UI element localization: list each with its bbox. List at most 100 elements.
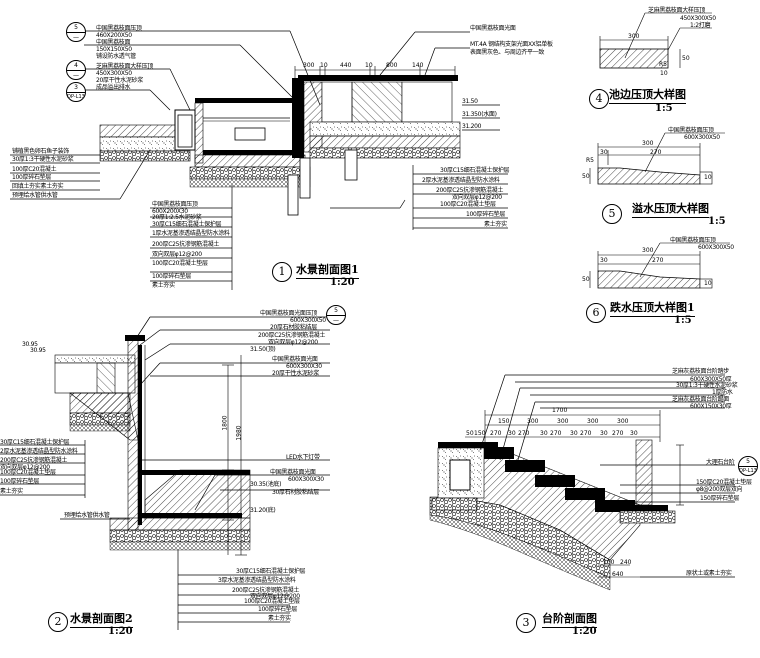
- callout-label: 双向双层φ12@200: [152, 251, 202, 258]
- callout-label: 30厚1:3干硬性水泥砂浆: [12, 156, 74, 163]
- callout-label: 200厚C25抗渗钢筋混凝土: [0, 457, 68, 464]
- callout-label: 2厚水泥基渗透结晶型防水涂料: [422, 177, 500, 184]
- drawing-number-badge: 2: [48, 612, 68, 632]
- dimension-label: 30: [600, 149, 608, 156]
- section-3-drawing: [429, 374, 735, 591]
- callout-label: 中国黑荔枝面光面: [272, 356, 318, 363]
- dimension-label: 640: [612, 571, 624, 578]
- dimension-label: 270: [650, 149, 662, 156]
- dimension-label: 30: [540, 430, 548, 437]
- callout-label: 30厚1:3干硬性水泥砂浆: [676, 382, 738, 389]
- callout-label: 芝麻黑荔枝面大样压顶: [96, 63, 154, 70]
- callout-label: 中国黑荔枝面压顶: [668, 127, 714, 134]
- level-label: 31.50: [462, 98, 478, 105]
- dimension-label: 300: [303, 62, 315, 69]
- dimension-label: 10: [320, 62, 328, 69]
- drawing-title-text: 水景剖面图1: [296, 261, 359, 279]
- callout-label: 200厚C25抗渗钢筋混凝土: [152, 241, 220, 248]
- drawing-scale: 1:20: [330, 277, 355, 288]
- drawing-scale: 1:20: [572, 626, 597, 637]
- callout-label: 1:2打磨: [690, 22, 711, 29]
- callout-label: 20厚1:2.5水泥砂浆: [152, 214, 202, 221]
- callout-label: 30厚C15细石混凝土保护层: [236, 568, 306, 575]
- callout-label: 30厚C15细石混凝土保护层: [440, 167, 510, 174]
- callout-label: 2厚水泥基渗透结晶型防水涂料: [0, 448, 78, 455]
- callout-label: 中国黑荔枝面压顶: [96, 25, 142, 32]
- callout-label: 200厚C25抗渗钢筋混凝土: [232, 587, 300, 594]
- callout-label: 芝麻黑荔枝面大样压顶: [648, 7, 706, 14]
- callout-label: 600X300X30: [286, 363, 322, 370]
- callout-label: 中国黑荔枝面光面压顶: [260, 310, 318, 317]
- dimension-label: 1800: [221, 415, 229, 431]
- callout-label: 预埋给水管供水管: [12, 192, 58, 199]
- callout-label: 200厚C25抗渗钢筋混凝土: [258, 332, 326, 339]
- callout-label: 200厚C25抗渗钢筋混凝土: [436, 187, 504, 194]
- callout-label: 素土夯实: [0, 488, 23, 495]
- callout-label: 双向双层φ12@200: [268, 339, 318, 346]
- dimension-label: 140: [412, 62, 424, 69]
- dimension-label: 150: [498, 418, 510, 425]
- section-2-drawing: [0, 316, 330, 630]
- dimension-label: 270: [612, 430, 624, 437]
- dimension-label: 270: [550, 430, 562, 437]
- callout-label: 芝麻灰荔枝面台阶踏步: [672, 368, 730, 375]
- section-1-drawing: [10, 30, 508, 290]
- level-label: 30.95: [30, 347, 46, 354]
- callout-label: 原状土或素土夯实: [686, 570, 732, 577]
- callout-label: 600X300X50: [290, 317, 326, 324]
- callout-label: 100厚碎石垫层: [152, 273, 192, 280]
- callout-label: φ8@200双层双向: [696, 486, 743, 493]
- callout-label: 100厚C20混凝土垫层: [152, 260, 208, 267]
- dimension-label: 240: [620, 559, 632, 566]
- dimension-label: 30: [600, 257, 608, 264]
- callout-label: 芝麻灰荔枝面台阶踢面: [672, 396, 730, 403]
- drawing-scale: 1:5: [674, 315, 692, 326]
- callout-label: 150厚C20混凝土垫层: [696, 479, 752, 486]
- dimension-label: 270: [490, 430, 502, 437]
- drawing-title-text: 溢水压顶大样图: [632, 200, 709, 218]
- level-label: 30.35(池底): [250, 481, 282, 488]
- dimension-label: 300: [557, 418, 569, 425]
- level-label: 30.95: [22, 341, 38, 348]
- callout-label: 100厚碎石垫层: [466, 211, 506, 218]
- dimension-label: 300: [587, 418, 599, 425]
- callout-label: 20厚石材胶粘结层: [270, 324, 317, 331]
- drawing-title-text: 跌水压顶大样图1: [610, 299, 695, 317]
- drawing-title-text: 台阶剖面图: [542, 610, 597, 628]
- dimension-label: 270: [518, 430, 530, 437]
- dimension-label: 10: [704, 280, 712, 287]
- dimension-label: 50: [582, 276, 590, 283]
- detail-reference-badge: 5—: [66, 22, 86, 42]
- callout-label: 回填土夯实素土夯实: [12, 183, 64, 190]
- callout-label: 450X300X50: [96, 70, 132, 77]
- dimension-label: 100: [603, 559, 615, 566]
- drawing-number-badge: 1: [272, 262, 292, 282]
- callout-label: 450X300X50: [680, 15, 716, 22]
- dimension-label: 30: [508, 430, 516, 437]
- callout-label: 30厚石材胶粘结层: [272, 489, 319, 496]
- dimension-label: 30: [630, 430, 638, 437]
- dimension-label: 300: [527, 418, 539, 425]
- callout-label: 20厚干性水泥砂浆: [272, 370, 319, 377]
- detail-5-drawing: [589, 132, 725, 185]
- callout-label: 铺植黑色卵石鱼子装饰: [12, 148, 70, 155]
- callout-label: 3厚水泥基渗透结晶型防水涂料: [218, 577, 296, 584]
- callout-label: 100厚C20混凝土垫层: [440, 201, 496, 208]
- detail-reference-badge: 4—: [66, 60, 86, 80]
- dimension-label: 300: [617, 418, 629, 425]
- dimension-label: 10: [365, 62, 373, 69]
- callout-label: 100厚碎石垫层: [0, 478, 40, 485]
- callout-label: 中国黑荔枝面: [96, 39, 131, 46]
- callout-label: 1厚防水: [712, 389, 733, 396]
- callout-label: 100厚C20混凝土垫层: [0, 469, 56, 476]
- callout-label: 预埋给水管供水管: [64, 512, 110, 519]
- drawing-scale: 1:5: [708, 216, 726, 227]
- drawing-number-badge: 6: [586, 303, 606, 323]
- callout-label: 素土夯实: [484, 221, 507, 228]
- callout-label: 中国黑荔枝面光面: [270, 469, 316, 476]
- callout-label: 100厚C20混凝土: [12, 166, 57, 173]
- dimension-label: 10: [704, 174, 712, 181]
- dimension-label: 150: [474, 430, 486, 437]
- callout-label: 100厚碎石垫层: [258, 606, 298, 613]
- dimension-label: R5: [586, 157, 594, 164]
